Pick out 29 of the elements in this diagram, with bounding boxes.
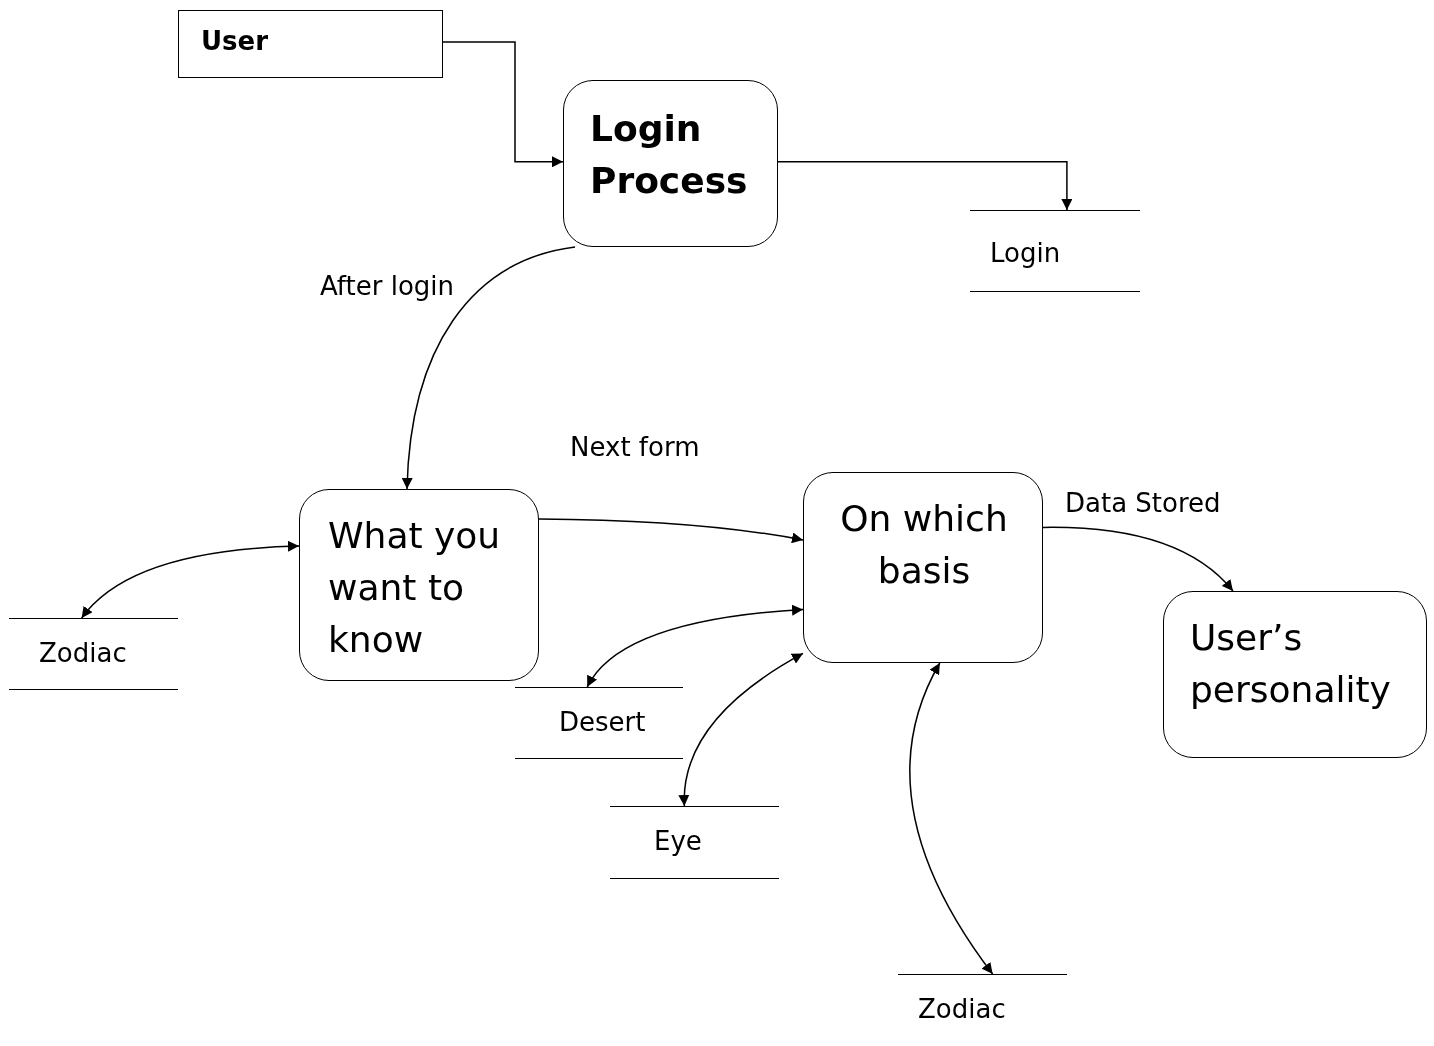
- data-store: [610, 806, 779, 879]
- store-label: Desert: [559, 706, 646, 739]
- process-box: [299, 489, 539, 681]
- store-label: Zodiac: [918, 993, 1006, 1026]
- node-label: User: [201, 25, 269, 58]
- arrow: [80, 540, 300, 619]
- process-box: [563, 80, 778, 247]
- data-store: [970, 210, 1140, 292]
- store-label: Zodiac: [39, 637, 127, 670]
- external-entity-box: [178, 10, 443, 78]
- arrow: [909, 662, 994, 975]
- edge-label: After login: [320, 273, 455, 299]
- store-label: Login: [990, 237, 1061, 270]
- node-label: On which basis: [839, 497, 1009, 594]
- arrow: [586, 604, 804, 688]
- arrow: [402, 246, 576, 490]
- process-box: [803, 472, 1043, 663]
- arrow: [679, 652, 804, 807]
- data-store: [9, 618, 178, 690]
- node-label: User’s personality: [1190, 616, 1392, 713]
- node-label: What you want to know: [328, 514, 502, 663]
- arrow: [538, 518, 804, 544]
- process-box: [1163, 591, 1427, 758]
- arrow: [442, 41, 564, 168]
- store-label: Eye: [654, 825, 702, 858]
- node-label: Login Process: [590, 107, 749, 204]
- data-store: [515, 687, 683, 759]
- arrow: [1042, 526, 1234, 592]
- arrow: [777, 161, 1073, 211]
